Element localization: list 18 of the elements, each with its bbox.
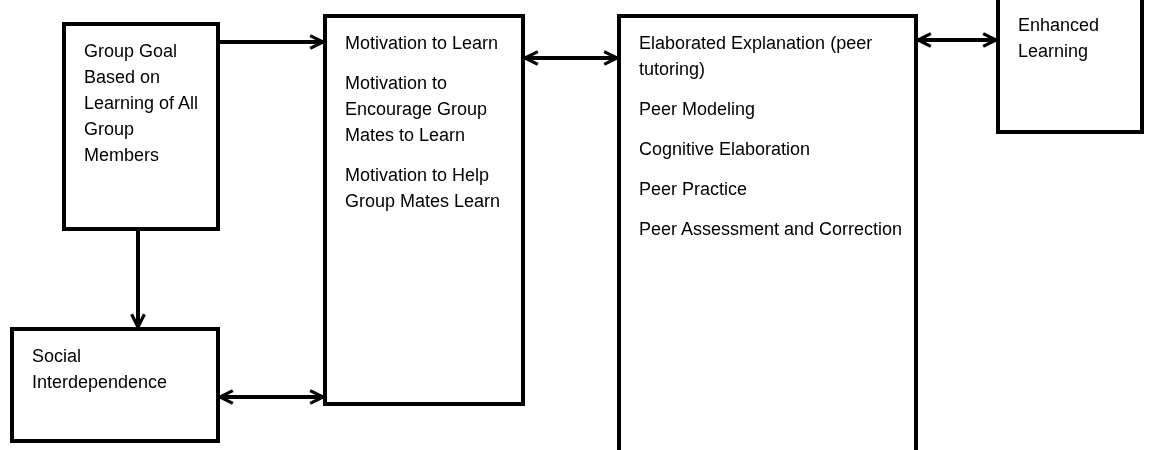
box-text: Social Interdependence [32,345,169,395]
process-box [323,14,525,406]
box-text: Elaborated Explanation (peer tutoring) [639,32,874,82]
box-text: Peer Assessment and Correction [639,218,904,242]
arrow [220,34,325,50]
box-text: Motivation to Learn [345,32,500,55]
box-text: Cognitive Elaboration [639,138,812,162]
box-text: Group Goal Based on Learning of All Group Members [84,40,200,168]
box-text: Motivation to Encourage Group Mates to Learn [345,72,489,148]
box-text: Motivation to Help Group Mates Learn [345,164,502,214]
process-box [10,327,220,443]
box-text: Enhanced Learning [1018,14,1101,64]
box-text: Peer Practice [639,178,749,202]
process-box [617,14,918,450]
box-text: Peer Modeling [639,98,757,122]
arrow [130,231,146,329]
process-box [996,0,1144,134]
process-box [62,22,220,231]
